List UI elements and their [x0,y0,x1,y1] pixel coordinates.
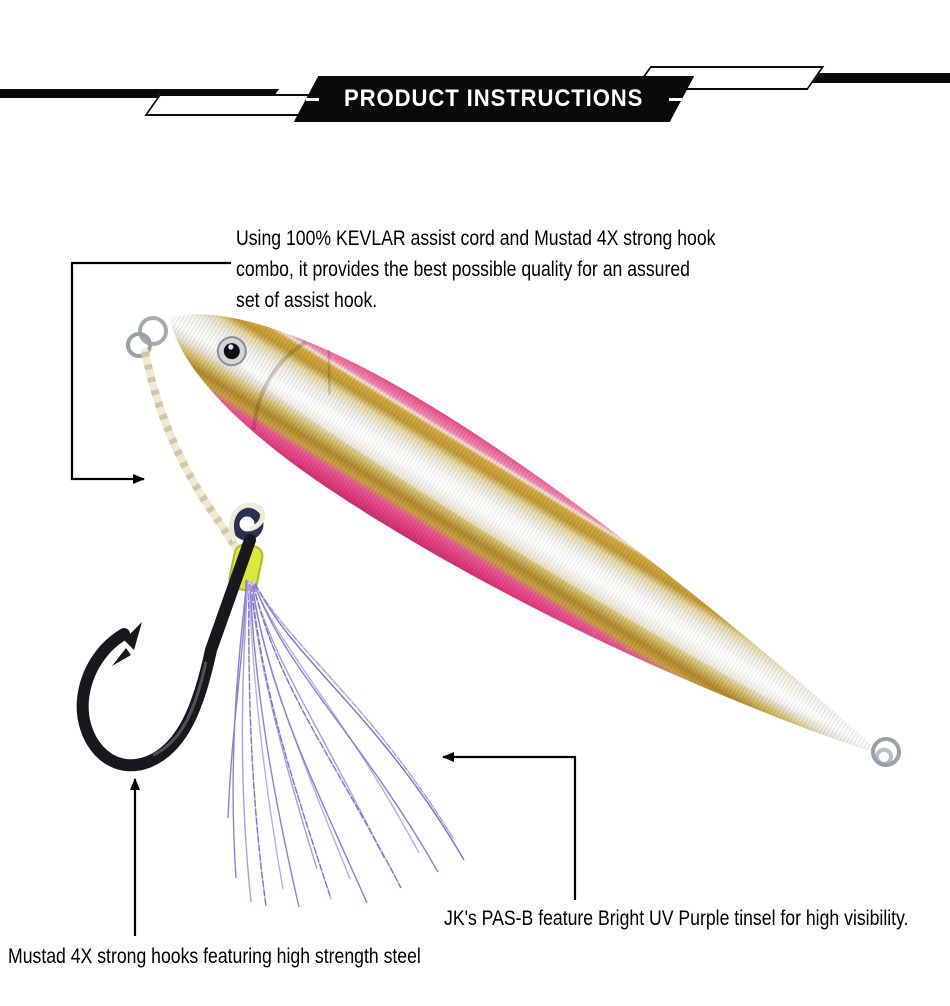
title-left-dash [306,97,320,101]
page-title: PRODUCT INSTRUCTIONS [344,85,644,112]
head-seam-line [327,349,331,395]
gill-line [251,340,307,431]
split-rings [126,316,168,358]
knot-loop [228,502,265,543]
annotation-assist-cord: Using 100% KEVLAR assist cord and Mustad… [236,223,715,316]
jig-eye-highlight [228,344,234,350]
jig-body-texture [170,314,881,754]
tinsel-strand [227,579,247,819]
assist-hook [76,534,256,772]
tinsel-strand [241,580,252,903]
jig-eye [223,343,240,360]
tinsel-strand [248,581,284,890]
uv-tinsel [227,579,465,908]
jig-body-sheen [245,367,826,724]
tinsel-strand [249,582,300,908]
assist-cord [141,348,247,565]
hook-bend [76,534,256,772]
jig-body [170,314,893,766]
hook-point [124,622,142,650]
hook-highlight [152,661,208,757]
tinsel-strand [248,581,267,907]
callout-lines [70,261,577,936]
tinsel-strand [253,581,454,839]
tinsel-strand [251,582,368,904]
tinsel-strand [253,582,439,873]
tinsel-strand [250,582,332,900]
annotation-assist-cord-line3: set of assist hook. [236,289,378,312]
tinsel-strand [249,581,318,870]
assist-cord-braid [141,351,247,563]
tail-split-ring [871,737,901,767]
split-ring-top [138,316,168,346]
title-right-dash [668,97,682,101]
tinsel-callout-line [442,752,577,900]
tinsel-strand [254,582,465,861]
annotation-tinsel: JK's PAS-B feature Bright UV Purple tins… [444,907,909,930]
annotation-assist-cord-line1: Using 100% KEVLAR assist cord and Mustad… [236,227,716,250]
annotation-hook: Mustad 4X strong hooks featuring high st… [8,945,421,968]
header-title-wrap: PRODUCT INSTRUCTIONS [306,76,682,122]
tinsel-sparkle [252,582,402,889]
split-ring-bottom [126,332,152,358]
tinsel-strand [252,581,420,854]
hook-barb [112,648,131,666]
cord-callout-line [70,261,231,484]
annotation-assist-cord-line2: combo, it provides the best possible qua… [236,258,690,281]
